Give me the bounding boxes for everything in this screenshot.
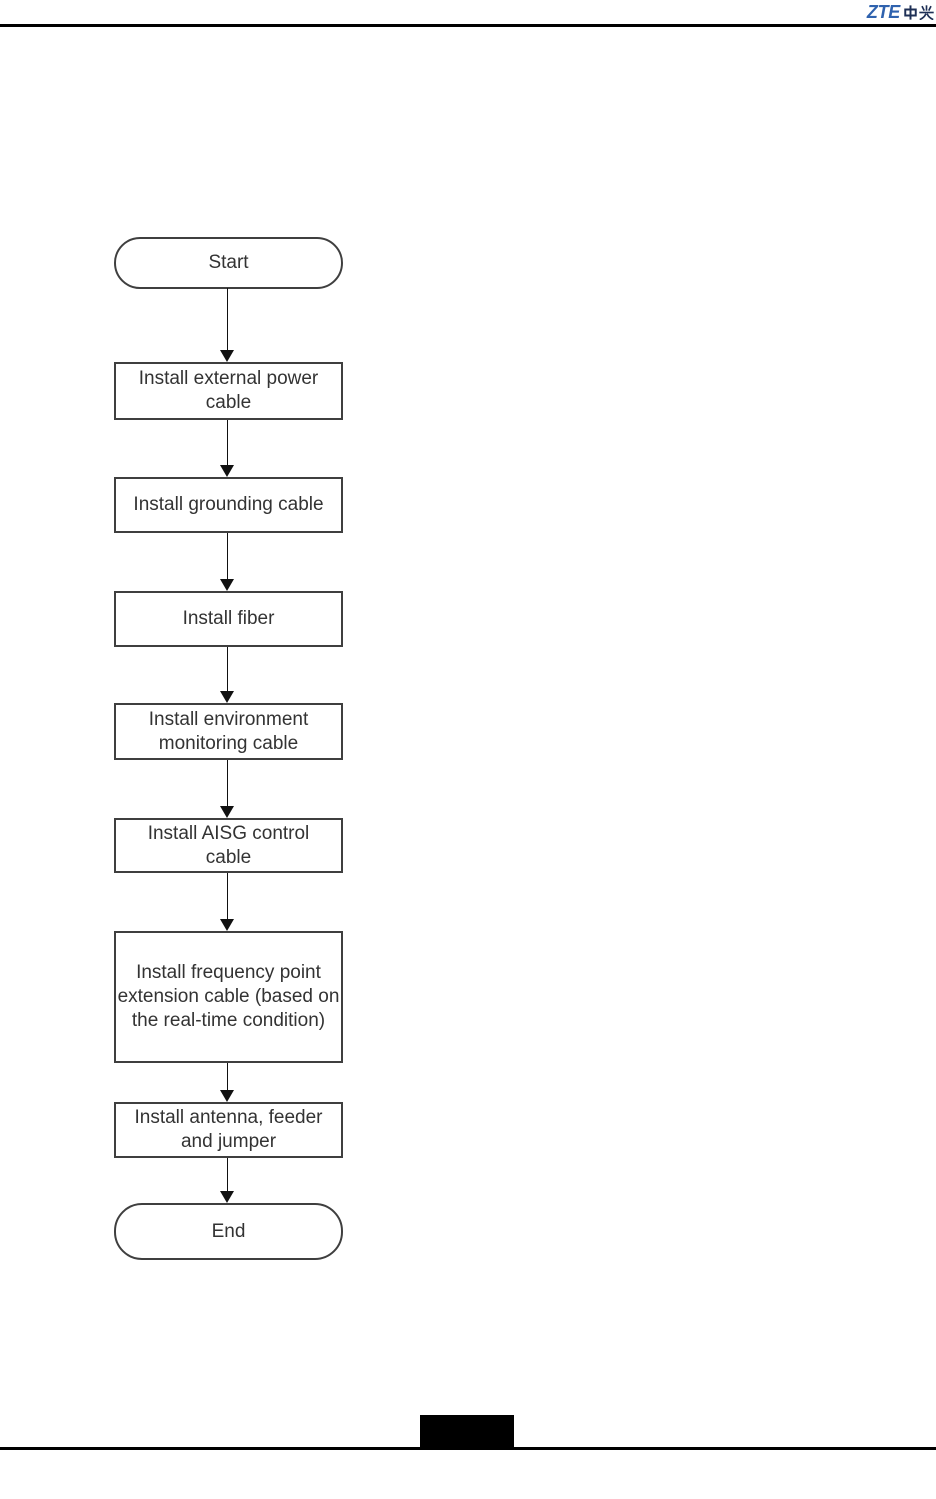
arrow-shaft — [226, 760, 229, 807]
flow-node-install-aisg-control-cable: Install AISG control cable — [114, 818, 343, 873]
flow-node-install-environment-monitoring-cable: Install environment monitoring cable — [114, 703, 343, 760]
flow-node-install-fiber: Install fiber — [114, 591, 343, 647]
flow-arrow — [220, 288, 235, 362]
flow-arrow — [220, 420, 235, 477]
flow-node-install-antenna-feeder-and-jumper: Install antenna, feeder and jumper — [114, 1102, 343, 1158]
flow-node-install-frequency-point-extension-cable: Install frequency point extension cable … — [114, 931, 343, 1063]
arrow-shaft — [226, 288, 229, 351]
header-rule — [0, 24, 936, 27]
flow-arrow — [220, 647, 235, 703]
arrowhead-down-icon — [220, 350, 234, 362]
arrowhead-down-icon — [220, 806, 234, 818]
footer-rule — [0, 1447, 936, 1450]
arrowhead-down-icon — [220, 691, 234, 703]
flow-arrow — [220, 1063, 235, 1102]
arrow-shaft — [226, 1063, 229, 1091]
arrowhead-down-icon — [220, 579, 234, 591]
zte-logo: ZTE — [866, 2, 934, 22]
arrow-shaft — [226, 533, 229, 580]
arrow-shaft — [226, 647, 229, 692]
flow-node-start: Start — [114, 237, 343, 289]
flow-node-install-external-power-cable: Install external power cable — [114, 362, 343, 420]
arrow-shaft — [226, 1158, 229, 1192]
arrow-shaft — [226, 873, 229, 920]
footer-page-marker-block — [420, 1415, 514, 1448]
flow-arrow — [220, 760, 235, 818]
flow-arrow — [220, 533, 235, 591]
flow-arrow — [220, 873, 235, 931]
hanzi-zhong-icon — [904, 5, 917, 20]
zte-logo-latin: ZTE — [866, 2, 900, 22]
arrowhead-down-icon — [220, 1191, 234, 1203]
flow-node-end: End — [114, 1203, 343, 1260]
arrow-shaft — [226, 420, 229, 466]
arrowhead-down-icon — [220, 919, 234, 931]
arrowhead-down-icon — [220, 465, 234, 477]
hanzi-xing-icon — [919, 5, 934, 20]
flow-node-install-grounding-cable: Install grounding cable — [114, 477, 343, 533]
flow-arrow — [220, 1158, 235, 1203]
zte-logo-cjk-icon — [902, 5, 934, 20]
arrowhead-down-icon — [220, 1090, 234, 1102]
